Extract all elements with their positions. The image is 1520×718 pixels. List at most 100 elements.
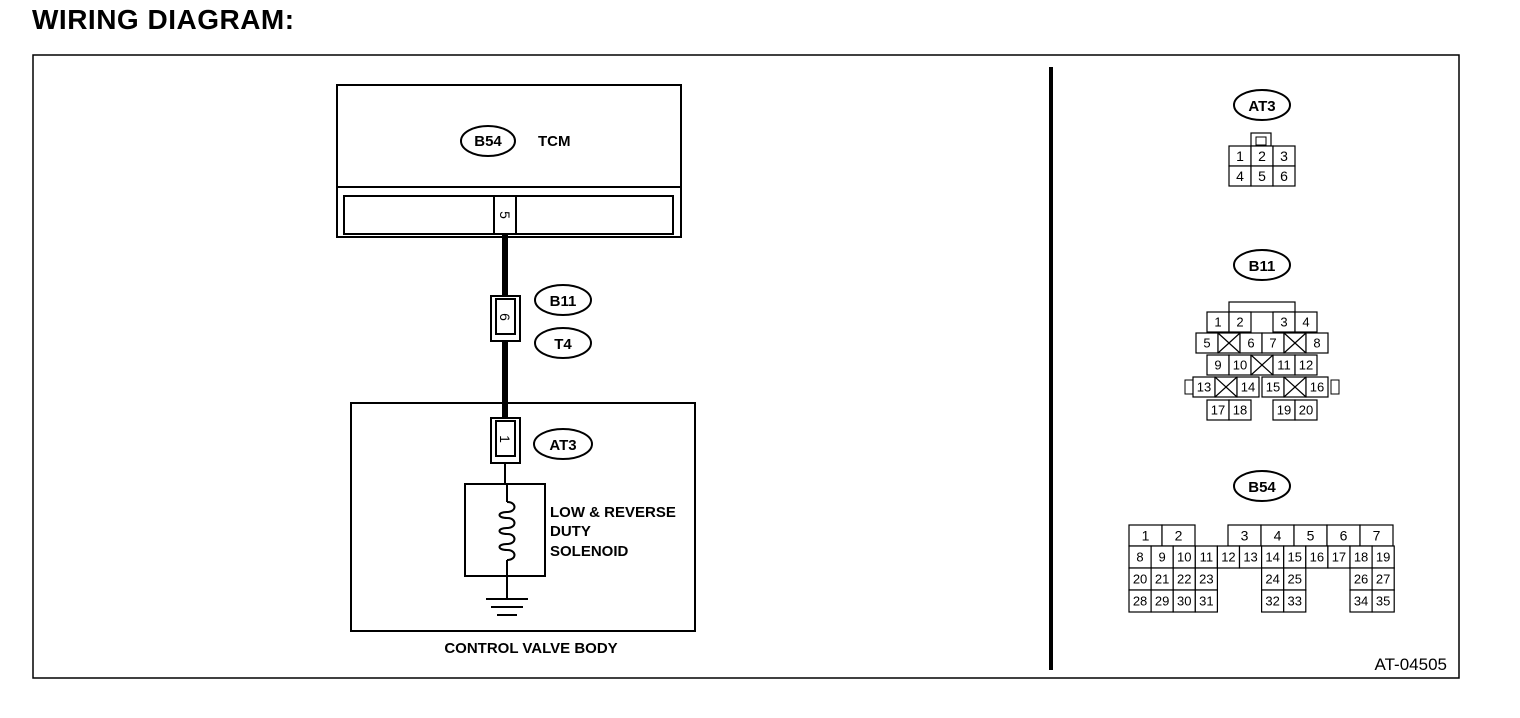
at3-pin-number: 1 (497, 435, 513, 443)
b54-pin-label: 2 (1175, 528, 1183, 544)
b11-pin-label: 20 (1299, 403, 1313, 418)
enclosure-label: CONTROL VALVE BODY (444, 640, 617, 657)
b11-pin-label: 11 (1277, 358, 1291, 373)
b54-pin-label: 34 (1354, 594, 1368, 609)
b11-pin-cell (1228, 311, 1252, 333)
b54-tag-oval (460, 125, 516, 157)
solenoid-label-line-1: LOW & REVERSE (550, 504, 676, 521)
b54-view-tag: B54 (1248, 479, 1276, 496)
b11-pin-label: 4 (1302, 315, 1309, 330)
b11-pin-cell (1294, 399, 1318, 421)
b54-pin-label: 6 (1340, 528, 1348, 544)
b54-pin-label: 30 (1177, 594, 1191, 609)
inline-connector-b11-t4: 6 B11 T4 (490, 284, 592, 359)
b11-pin-label: 3 (1280, 315, 1287, 330)
duty-solenoid: LOW & REVERSE DUTY SOLENOID (464, 483, 676, 598)
b11-pin-label: 14 (1241, 380, 1255, 395)
figure-code: AT-04505 (1375, 655, 1447, 674)
b54-pin-label: 15 (1288, 550, 1302, 565)
b54-pin-label: 20 (1133, 572, 1147, 587)
at3-pin-label: 3 (1280, 148, 1288, 164)
b54-pin-label: 8 (1136, 550, 1143, 565)
b54-pin-cell (1283, 589, 1307, 613)
b54-tag: B54 (474, 133, 502, 150)
b11-pin-label: 1 (1214, 315, 1221, 330)
b54-pin-label: 4 (1274, 528, 1282, 544)
at3-tag-oval (533, 428, 593, 460)
b11-empty-blank-mark (1283, 376, 1307, 398)
tcm-pin-number: 5 (497, 211, 513, 219)
tcm-module: 5 B54 TCM (336, 84, 682, 238)
t4-tag-oval (534, 327, 592, 359)
page-title: WIRING DIAGRAM: (32, 4, 295, 35)
b11-pin-label: 13 (1197, 380, 1211, 395)
b54-pin-label: 11 (1200, 550, 1214, 565)
b11-pin-number: 6 (497, 313, 513, 321)
b11-pin-label: 8 (1313, 336, 1320, 351)
b54-pin-label: 27 (1376, 572, 1390, 587)
b54-pin-label: 17 (1332, 550, 1346, 565)
b11-pin-cell (1294, 311, 1318, 333)
b11-empty-blank-mark (1214, 376, 1238, 398)
t4-tag: T4 (554, 336, 572, 353)
b11-empty-blank-mark (1217, 332, 1241, 354)
b54-pin-label: 22 (1177, 572, 1191, 587)
solenoid-label-line-2: DUTY (550, 523, 591, 540)
b54-pin-label: 29 (1155, 594, 1169, 609)
at3-connector: 1 AT3 (490, 417, 593, 464)
b54-pin-label: 1 (1142, 528, 1150, 544)
b11-pin-label: 15 (1266, 380, 1280, 395)
b11-pin-cell (1305, 332, 1329, 354)
b54-pin-label: 35 (1376, 594, 1390, 609)
b54-pin-label: 33 (1288, 594, 1302, 609)
b54-pin-label: 14 (1265, 550, 1279, 565)
b54-pin-label: 19 (1376, 550, 1390, 565)
b54-pin-label: 18 (1354, 550, 1368, 565)
b54-pin-label: 13 (1243, 550, 1257, 565)
at3-pin-label: 6 (1280, 168, 1288, 184)
at3-pin-label: 1 (1236, 148, 1244, 164)
b11-pin-label: 9 (1214, 358, 1221, 373)
b11-pin-cell (1294, 354, 1318, 376)
b11-latch (1228, 301, 1296, 313)
at3-tag: AT3 (549, 437, 576, 454)
b54-pin-label: 10 (1177, 550, 1191, 565)
b54-pin-label: 3 (1241, 528, 1249, 544)
b54-pin-label: 7 (1373, 528, 1381, 544)
b11-view-tag: B11 (1249, 258, 1276, 275)
b11-pin-label: 7 (1269, 336, 1276, 351)
b11-pin-cell (1236, 376, 1260, 398)
b11-pin-label: 17 (1211, 403, 1225, 418)
b54-pin-label: 23 (1199, 572, 1213, 587)
tcm-label: TCM (538, 133, 571, 150)
b11-pin-label: 16 (1310, 380, 1324, 395)
control-valve-body: CONTROL VALVE BODY (350, 402, 696, 657)
b54-pin-label: 25 (1288, 572, 1302, 587)
b54-pin-label: 16 (1310, 550, 1324, 565)
b11-empty-blank-mark (1250, 354, 1274, 376)
b11-empty-blank-mark (1283, 332, 1307, 354)
b54-pin-label: 24 (1265, 572, 1279, 587)
b11-pin-label: 6 (1247, 336, 1254, 351)
at3-pin-label: 4 (1236, 168, 1244, 184)
b54-pin-cell (1194, 589, 1219, 613)
solenoid-label-line-3: SOLENOID (550, 543, 629, 560)
b11-left-tab (1184, 379, 1194, 395)
diagram-frame (32, 54, 1460, 679)
at3-pin-label: 2 (1258, 148, 1266, 164)
b11-tag: B11 (550, 293, 577, 310)
b54-pin-label: 26 (1354, 572, 1368, 587)
b11-pin-label: 18 (1233, 403, 1247, 418)
at3-pin-label: 5 (1258, 168, 1266, 184)
b11-tag-oval (534, 284, 592, 316)
b54-pin-label: 5 (1307, 528, 1315, 544)
b54-pin-label: 21 (1155, 572, 1169, 587)
b11-pin-label: 5 (1203, 336, 1210, 351)
ground-icon (486, 598, 528, 616)
b11-pin-cell (1305, 376, 1329, 398)
b54-pin-label: 9 (1159, 550, 1166, 565)
